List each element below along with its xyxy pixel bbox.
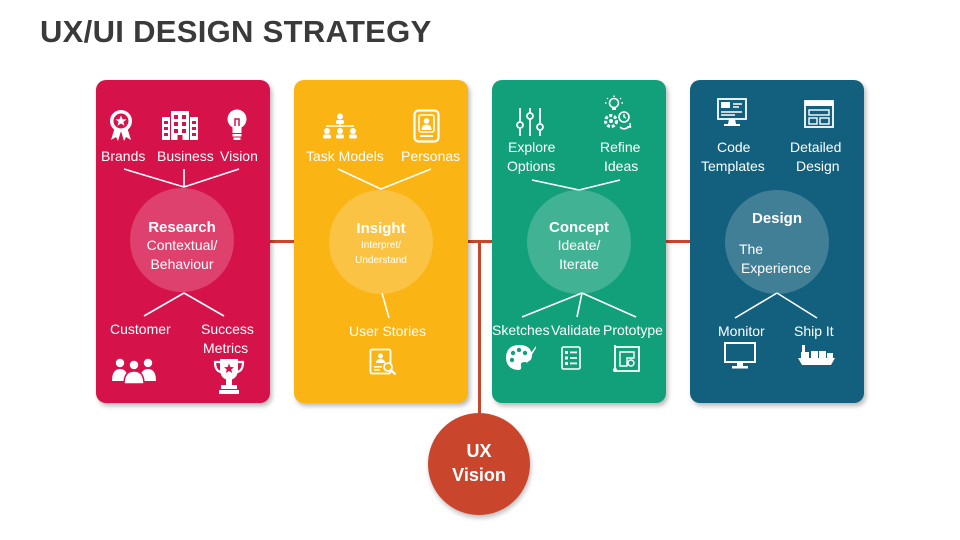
label-task-models: Task Models [306,148,384,164]
insight-center-title: Insight [356,220,406,237]
code-monitor-icon [717,98,747,127]
label-sketches: Sketches [492,322,550,338]
label-personas: Personas [401,148,461,164]
design-center-circle: Design The Experience [725,190,829,294]
layout-window-icon [804,100,834,128]
design-center-title: Design [751,210,802,227]
label-explore: Explore [508,139,556,155]
sliders-icon [516,107,544,137]
insight-center-circle: Insight Interpret/ Understand [329,190,433,294]
card-design: Code Templates Detailed Design Design Th… [690,80,864,403]
card-insight: Task Models Personas Insight Interpret/ … [294,80,468,403]
insight-center-line2: Understand [355,255,407,266]
design-connector-lines [734,292,818,319]
label-refine: Refine [600,139,641,155]
label-metrics: Metrics [203,340,249,356]
insight-center-line1: Interpret/ [360,240,402,251]
label-user-stories: User Stories [349,323,427,339]
user-search-document-icon [369,348,397,376]
research-connector-lines [123,168,240,317]
blueprint-icon [612,343,642,373]
label-design: Design [796,158,840,174]
user-group-icon [111,357,157,384]
card-concept: Explore Options Refine Ideas Concept Ide… [492,80,666,403]
trophy-icon [213,357,245,395]
design-center-line2: Experience [740,260,812,276]
design-center-line1: The [738,241,764,257]
office-building-icon [162,111,198,140]
page-title: UX/UI DESIGN STRATEGY [40,14,432,49]
label-ship-it: Ship It [794,323,834,339]
label-monitor: Monitor [718,323,765,339]
lightbulb-icon [227,109,247,141]
ux-vision-line1: UX [466,441,492,461]
concept-center-title: Concept [549,219,609,236]
label-validate: Validate [551,322,601,338]
label-success: Success [201,321,254,337]
label-prototype: Prototype [603,322,663,338]
label-business: Business [157,148,214,164]
label-templates: Templates [701,158,765,174]
ux-vision-circle: UX Vision [428,413,530,515]
research-center-line2: Behaviour [150,256,214,272]
research-center-line1: Contextual/ [146,237,218,253]
concept-center-circle: Concept Ideate/ Iterate [527,190,631,294]
monitor-icon [724,342,756,369]
label-ideas: Ideas [604,158,639,174]
label-brands: Brands [101,148,146,164]
persona-card-icon [413,109,440,143]
checklist-icon [561,346,581,370]
palette-icon [505,344,537,372]
label-customer: Customer [110,321,171,337]
concept-connector-lines [521,179,637,318]
insight-connector-lines [337,168,432,319]
connector-line-vertical [478,241,481,415]
label-detailed: Detailed [790,139,842,155]
idea-gears-icon [601,95,635,133]
label-options: Options [507,158,556,174]
card-research: Brands Business Vision Research Contextu… [96,80,270,403]
org-chart-icon [322,113,358,140]
label-code: Code [717,139,751,155]
concept-center-line2: Iterate [559,256,599,272]
research-center-title: Research [148,219,216,236]
concept-center-line1: Ideate/ [557,237,601,253]
cargo-ship-icon [798,344,836,366]
label-vision: Vision [220,148,258,164]
ux-vision-line2: Vision [452,465,506,485]
award-ribbon-icon [107,109,135,141]
research-center-circle: Research Contextual/ Behaviour [130,188,234,292]
